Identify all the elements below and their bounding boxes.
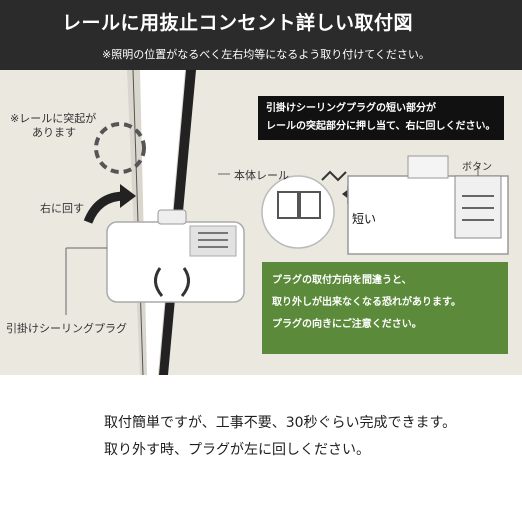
protrusion-note-line1: ※レールに突起が [10,112,97,125]
page-subtitle: ※照明の位置がなるべく左右均等になるよう取り付けてください。 [102,48,430,61]
ceiling-plug-label: 引掛けシーリングプラグ [6,322,127,335]
warning-line2: 取り外しが出来なくなる恐れがあります。 [272,297,461,308]
rotate-arrow-head [120,184,136,208]
main-rail-label: 本体レール [234,169,289,182]
warning-box: プラグの取付方向を間違うと、 取り外しが出来なくなる恐れがあります。 プラグの向… [262,262,508,354]
note-line1: 取付簡単ですが、工事不要、30秒ぐらい完成できます。 [104,415,457,431]
rotate-arrow [83,191,126,224]
callout-line2: レールの突起部分に押し当て、右に回しください。 [266,121,496,132]
diagram-illustration [65,70,509,375]
callout-line1: 引掛けシーリングプラグの短い部分が [266,103,436,114]
rail-protrusion [407,155,449,179]
notes-section: 取付簡単ですが、工事不要、30秒ぐらい完成できます。 取り外す時、プラグが左に回… [0,375,522,522]
rotate-right-label: 右に回す [40,202,84,215]
warning-line3: プラグの向きにご注意ください。 [272,319,422,330]
button-label: ボタン [462,162,492,173]
instruction-callout: 引掛けシーリングプラグの短い部分が レールの突起部分に押し当て、右に回しください… [258,96,504,140]
plug-top-tab [157,209,187,225]
note-line2: 取り外す時、プラグが左に回しください。 [104,442,370,458]
header-banner: レールに用抜止コンセント詳しい取付図 ※照明の位置がなるべく左右均等になるよう取… [0,0,522,70]
warning-line1: プラグの取付方向を間違うと、 [272,275,412,286]
page-title: レールに用抜止コンセント詳しい取付図 [62,12,414,34]
installation-diagram: ※レールに突起が あります 右に回す 本体レール 引掛けシーリングプラグ 短い … [0,70,522,375]
protrusion-note-line2: あります [32,126,76,139]
short-label: 短い [352,212,377,226]
protrusion-marker [94,122,146,174]
